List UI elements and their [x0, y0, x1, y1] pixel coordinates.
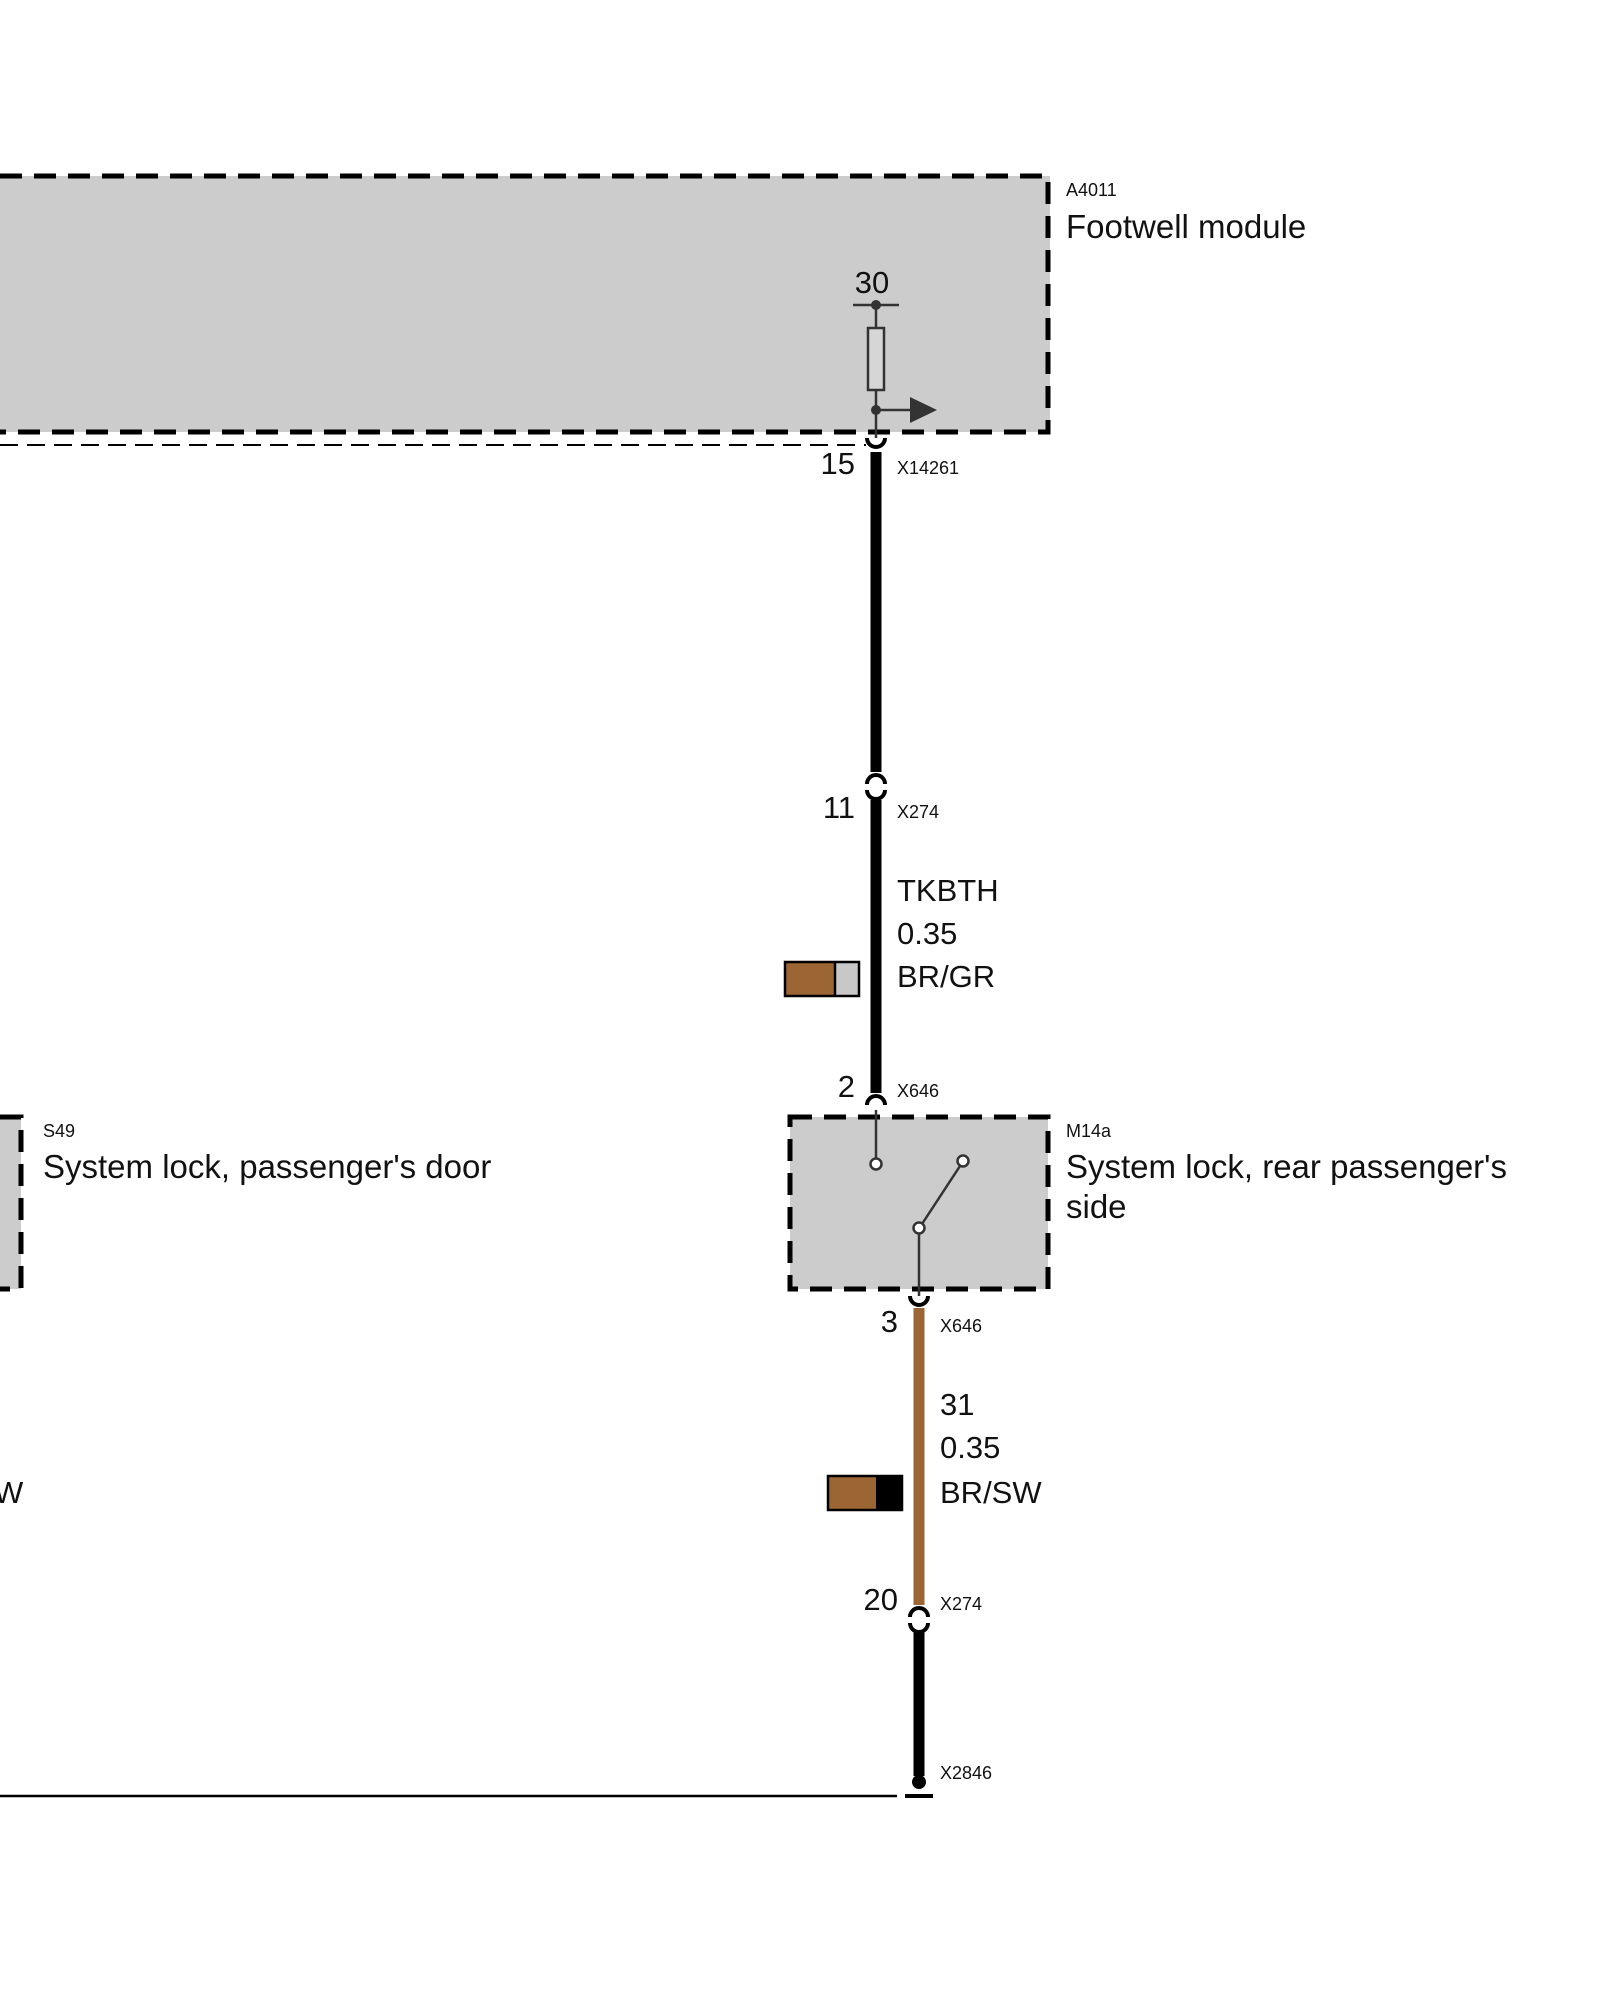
- footwell-module-code: A4011: [1066, 180, 1117, 200]
- pin-20-label: 20: [864, 1582, 898, 1617]
- splice-node-icon: [912, 1775, 926, 1789]
- footwell-module: A4011 Footwell module 30: [0, 173, 1306, 446]
- wire-31: 31 0.35 BR/SW: [826, 1308, 1042, 1605]
- ground-splice-x2846: X2846: [0, 1763, 992, 1798]
- resistor-icon: [866, 326, 886, 392]
- switch-contact-right: [956, 1154, 970, 1168]
- footwell-module-border: [0, 173, 1051, 435]
- connector-x14261-label: X14261: [897, 458, 959, 478]
- system-lock-passenger-door: S49 System lock, passenger's door W: [0, 1114, 491, 1510]
- connector-cap-icon: [865, 773, 887, 785]
- connector-x274-upper-label: X274: [897, 802, 939, 822]
- connector-x646-in: 2 X646: [838, 1069, 939, 1106]
- connector-cup-icon: [865, 789, 887, 801]
- connector-cap-icon: [865, 1094, 887, 1106]
- lock-right-name-line1: System lock, rear passenger's: [1066, 1148, 1507, 1185]
- lock-left-clipped-text: W: [0, 1475, 24, 1510]
- connector-x646-out: 3 X646: [881, 1295, 982, 1339]
- connector-x274-upper: 11 X274: [823, 773, 939, 825]
- pin-15-label: 15: [821, 446, 855, 481]
- connector-cup-icon: [865, 437, 887, 449]
- wire-31-signal: 31: [940, 1387, 974, 1422]
- swatch-brown: [785, 962, 835, 996]
- wire-color-swatch-br-gr: [783, 960, 861, 998]
- connector-cap-icon: [908, 1606, 930, 1618]
- connector-x274-lower-label: X274: [940, 1594, 982, 1614]
- switch-contact-top: [869, 1157, 883, 1171]
- wire-tkbth-color-code: BR/GR: [897, 959, 995, 994]
- wire-tkbth-signal: TKBTH: [897, 873, 999, 908]
- footwell-module-name: Footwell module: [1066, 208, 1306, 245]
- system-lock-rear-passenger-side: M14a System lock, rear passenger's side: [787, 1110, 1507, 1296]
- lock-left-border: [0, 1114, 24, 1292]
- lock-right-name-line2: side: [1066, 1188, 1127, 1225]
- lock-left-code: S49: [43, 1121, 75, 1141]
- wire-tkbth-gauge: 0.35: [897, 916, 957, 951]
- swatch-black: [876, 1476, 902, 1510]
- pin-11-label: 11: [823, 790, 855, 825]
- wire-color-swatch-br-sw: [826, 1474, 904, 1512]
- connector-x2846-label: X2846: [940, 1763, 992, 1783]
- connector-cup-icon: [908, 1295, 930, 1307]
- wire-31-gauge: 0.35: [940, 1430, 1000, 1465]
- connector-x274-lower: 20 X274: [864, 1582, 982, 1634]
- connector-x14261: 15 X14261: [821, 437, 959, 481]
- terminal-30-label: 30: [855, 265, 889, 300]
- swatch-frame: [826, 1474, 904, 1512]
- wire-31-color-code: BR/SW: [940, 1475, 1042, 1510]
- connector-x646-in-label: X646: [897, 1081, 939, 1101]
- lock-left-box: [0, 1117, 21, 1289]
- switch-blade: [920, 1165, 962, 1225]
- output-arrow-icon: [910, 397, 937, 423]
- swatch-grey: [835, 962, 859, 996]
- switch-pivot: [912, 1221, 926, 1235]
- swatch-frame: [783, 960, 861, 998]
- pin-3-label: 3: [881, 1304, 898, 1339]
- lock-left-name: System lock, passenger's door: [43, 1148, 491, 1185]
- swatch-brown: [828, 1476, 876, 1510]
- lock-right-code: M14a: [1066, 1121, 1112, 1141]
- wire-tkbth: TKBTH 0.35 BR/GR: [783, 800, 999, 1093]
- connector-cup-icon: [908, 1622, 930, 1634]
- connector-x646-out-label: X646: [940, 1316, 982, 1336]
- pin-2-label: 2: [838, 1069, 855, 1104]
